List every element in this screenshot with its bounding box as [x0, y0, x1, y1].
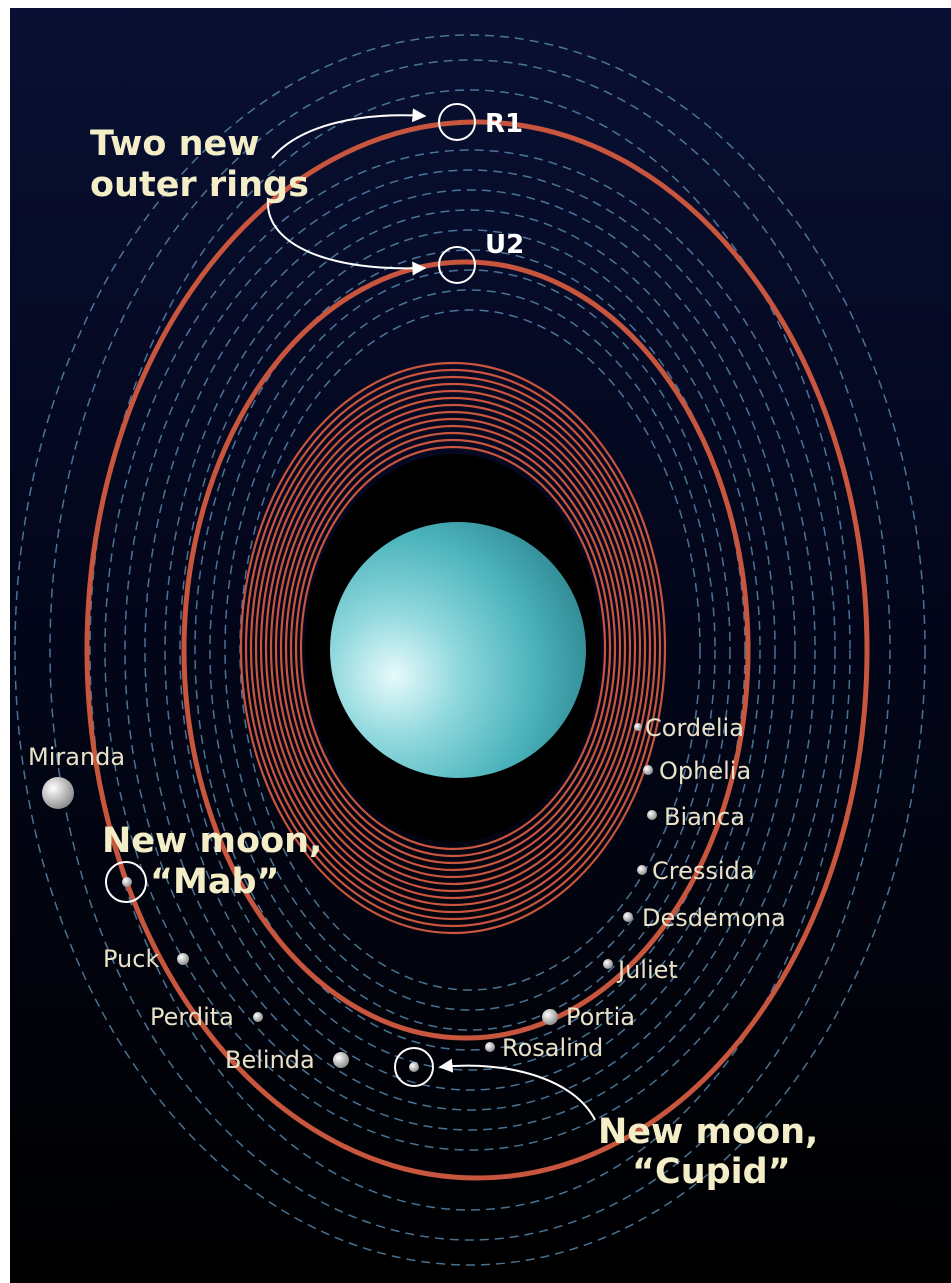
cupid-moon — [409, 1062, 419, 1072]
juliet-label: Juliet — [616, 956, 678, 984]
perdita-label: Perdita — [150, 1003, 234, 1031]
cordelia-moon — [634, 723, 642, 731]
desdemona-label: Desdemona — [642, 904, 786, 932]
cressida-moon — [637, 865, 647, 875]
ophelia-label: Ophelia — [659, 757, 751, 785]
outer-rings-callout-line1: Two new — [90, 124, 260, 164]
mab-callout-line1: New moon, — [102, 821, 322, 861]
portia-label: Portia — [566, 1003, 635, 1031]
ophelia-moon — [643, 765, 653, 775]
cressida-label: Cressida — [652, 857, 754, 885]
belinda-label: Belinda — [225, 1046, 315, 1074]
highlight-circles — [105, 103, 476, 1087]
mab-moon — [122, 877, 132, 887]
miranda-moon — [42, 777, 74, 809]
cordelia-label: Cordelia — [645, 714, 744, 742]
bianca-moon — [647, 810, 657, 820]
r1-label: R1 — [485, 109, 523, 139]
rosalind-moon — [485, 1042, 495, 1052]
u2-label: U2 — [485, 230, 524, 260]
outer-orbit-paths — [14, 34, 926, 1266]
puck-label: Puck — [103, 945, 159, 973]
cupid-arrow — [438, 1058, 596, 1121]
desdemona-moon — [623, 912, 633, 922]
u2-highlight-circle — [438, 246, 476, 284]
juliet-moon — [603, 959, 613, 969]
moon-dots — [42, 723, 657, 1072]
uranus-planet — [330, 522, 586, 778]
puck-moon — [177, 953, 189, 965]
bianca-label: Bianca — [664, 803, 745, 831]
rosalind-label: Rosalind — [502, 1034, 603, 1062]
ring-r1 — [84, 119, 870, 1181]
perdita-moon — [253, 1012, 263, 1022]
belinda-moon — [333, 1052, 349, 1068]
ring-u2 — [181, 259, 751, 1041]
main-ring-system — [239, 361, 667, 935]
miranda-label: Miranda — [28, 743, 125, 771]
callout-arrows — [266, 108, 596, 1121]
portia-moon — [542, 1009, 558, 1025]
cupid-callout-line2: “Cupid” — [632, 1152, 791, 1192]
r1-arrow — [271, 108, 427, 159]
mab-callout-line2: “Mab” — [150, 862, 280, 902]
mab-highlight-circle — [105, 861, 147, 903]
cupid-highlight-circle — [394, 1047, 434, 1087]
u2-arrow — [266, 199, 427, 276]
outer-rings-callout-line2: outer rings — [90, 165, 309, 205]
cupid-callout-line1: New moon, — [598, 1112, 818, 1152]
r1-highlight-circle — [438, 103, 476, 141]
